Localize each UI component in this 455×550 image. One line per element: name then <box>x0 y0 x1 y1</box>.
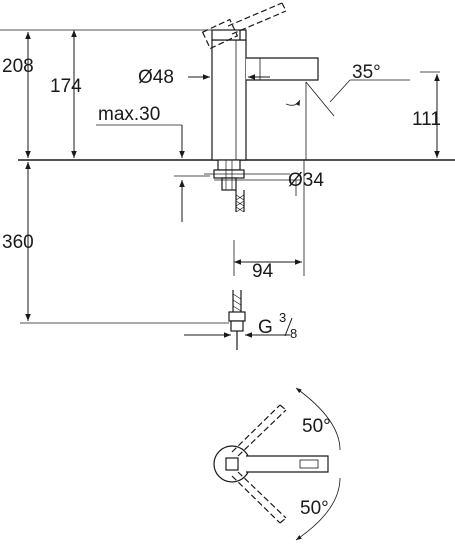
label-below-deck: 360 <box>2 232 34 253</box>
label-hole-diameter: Ø34 <box>288 170 324 191</box>
label-body-diameter: Ø48 <box>138 67 174 88</box>
label-thread: G <box>258 317 273 338</box>
dimension-lines <box>0 29 440 338</box>
hose-lower <box>228 290 246 332</box>
fraction-slash <box>284 317 293 337</box>
lever-swing-positions <box>231 404 287 524</box>
faucet-side-view <box>18 2 455 350</box>
faucet-body <box>211 39 247 161</box>
label-outlet-height: 111 <box>412 109 441 130</box>
label-spout-height: 174 <box>50 76 82 97</box>
label-total-height: 208 <box>2 56 34 77</box>
mounting-assembly <box>204 159 258 191</box>
label-max-deck: max.30 <box>98 104 160 125</box>
label-spout-projection: 94 <box>252 261 274 282</box>
faucet-top-view <box>213 387 341 541</box>
label-lever-angle: 35° <box>352 62 381 83</box>
label-swing-top: 50° <box>302 416 331 437</box>
label-thread-denominator: 8 <box>290 326 297 341</box>
label-swing-bottom: 50° <box>300 498 329 519</box>
label-thread-numerator: 3 <box>279 310 286 325</box>
flex-hose <box>235 190 245 213</box>
spout-top <box>246 455 329 473</box>
lever-dashed <box>201 2 287 50</box>
spout <box>246 57 319 81</box>
dimension-labels: 208 174 Ø48 max.30 35° 111 Ø34 360 94 G … <box>2 56 441 519</box>
